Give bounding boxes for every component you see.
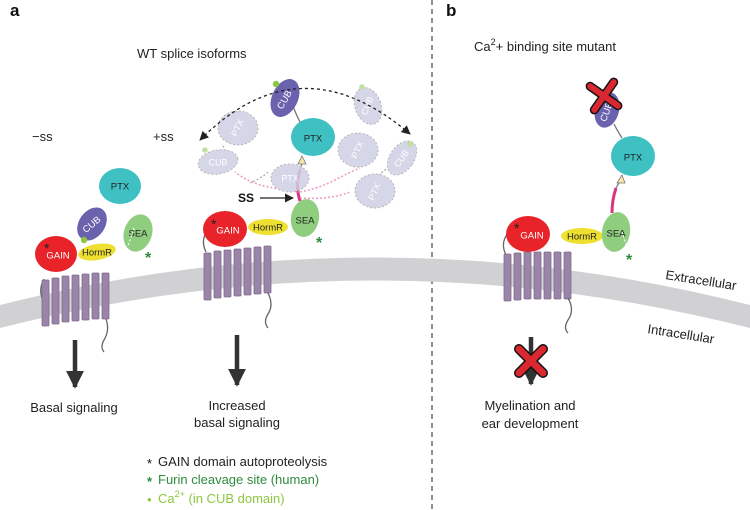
receptor-plus-ss: GAIN * HormR SEA * PTX CUB CUB PTX xyxy=(197,79,418,329)
hormr-label: HormR xyxy=(82,248,112,259)
intracellular-label: Intracellular xyxy=(647,321,716,346)
sea-domain xyxy=(601,212,631,252)
legend-furin-symbol: * xyxy=(147,474,153,489)
furin-cleavage-marker: * xyxy=(626,252,633,269)
transmembrane-helices xyxy=(41,272,110,327)
furin-cleavage-marker: * xyxy=(145,250,152,267)
legend-gain-symbol: * xyxy=(147,456,152,471)
loss-of-calcium-cross xyxy=(585,77,623,115)
hormr-label: HormR xyxy=(567,232,597,243)
legend-ca-symbol: ● xyxy=(147,495,152,504)
ghost-cub-domain xyxy=(386,140,418,176)
receptor-minus-ss: GAIN * HormR SEA * CUB PTX xyxy=(35,168,153,353)
mutant-title: Ca2+ binding site mutant xyxy=(474,37,616,54)
legend-gain-text: GAIN domain autoproteolysis xyxy=(158,454,328,469)
transmembrane-helices xyxy=(203,245,272,301)
myelination-caption-2: ear development xyxy=(482,416,579,431)
ghost-ptx-domain xyxy=(337,132,379,168)
furin-cleavage-marker: * xyxy=(316,235,323,252)
blocked-signaling-cross xyxy=(514,344,548,378)
calcium-ion xyxy=(80,236,88,244)
legend: * GAIN domain autoproteolysis * Furin cl… xyxy=(147,454,328,506)
splice-site-label: SS xyxy=(238,191,254,205)
sea-label: SEA xyxy=(295,216,315,227)
ghost-cub-domain xyxy=(353,87,383,125)
ghost-ptx-label: PTX xyxy=(281,173,299,183)
increased-signaling-caption-2: basal signaling xyxy=(194,415,280,430)
gain-label: GAIN xyxy=(520,231,543,242)
gain-domain xyxy=(506,216,550,252)
sea-domain xyxy=(123,214,153,252)
panel-a-label: a xyxy=(10,1,20,20)
ghost-ptx-domain xyxy=(354,173,396,209)
ghost-cub-label: CUB xyxy=(208,157,227,167)
sea-label: SEA xyxy=(128,229,148,240)
hormr-domain xyxy=(561,228,603,244)
ghost-cub-domain xyxy=(197,149,239,175)
gain-label: GAIN xyxy=(46,251,69,262)
wt-title: WT splice isoforms xyxy=(137,46,247,61)
ptx-label: PTX xyxy=(304,134,323,145)
transmembrane-helices xyxy=(503,251,572,302)
ghost-ptx-domain xyxy=(270,163,310,193)
ptx-domain xyxy=(99,168,141,204)
cell-membrane xyxy=(0,257,750,328)
legend-ca-text: Ca2+ (in CUB domain) xyxy=(158,489,285,506)
gain-label: GAIN xyxy=(216,226,239,237)
increased-signaling-caption-1: Increased xyxy=(208,398,265,413)
panel-b-label: b xyxy=(446,1,456,20)
gain-domain xyxy=(203,211,247,247)
ptx-label: PTX xyxy=(111,182,130,193)
minus-ss-label: −ss xyxy=(32,129,53,144)
autoproteolysis-marker: * xyxy=(44,240,50,256)
ptx-domain xyxy=(611,136,655,176)
cub-domain xyxy=(270,79,300,117)
hormr-domain xyxy=(248,219,288,235)
gain-domain xyxy=(35,236,77,272)
receptor-ca-mutant: GAIN * HormR SEA * PTX CUB xyxy=(502,77,655,334)
sea-label: SEA xyxy=(606,229,626,240)
cub-domain xyxy=(77,207,107,241)
plus-ss-label: +ss xyxy=(153,129,174,144)
splice-linker xyxy=(610,187,618,214)
myelination-caption-1: Myelination and xyxy=(484,398,575,413)
calcium-ion xyxy=(272,80,280,88)
sea-domain xyxy=(290,199,320,237)
basal-signaling-caption: Basal signaling xyxy=(30,400,117,415)
autoproteolysis-marker: * xyxy=(211,216,217,232)
hormr-label: HormR xyxy=(253,223,283,234)
hormr-domain xyxy=(78,243,116,261)
autoproteolysis-marker: * xyxy=(514,220,520,236)
ptx-label: PTX xyxy=(624,153,643,164)
legend-furin-text: Furin cleavage site (human) xyxy=(158,472,319,487)
